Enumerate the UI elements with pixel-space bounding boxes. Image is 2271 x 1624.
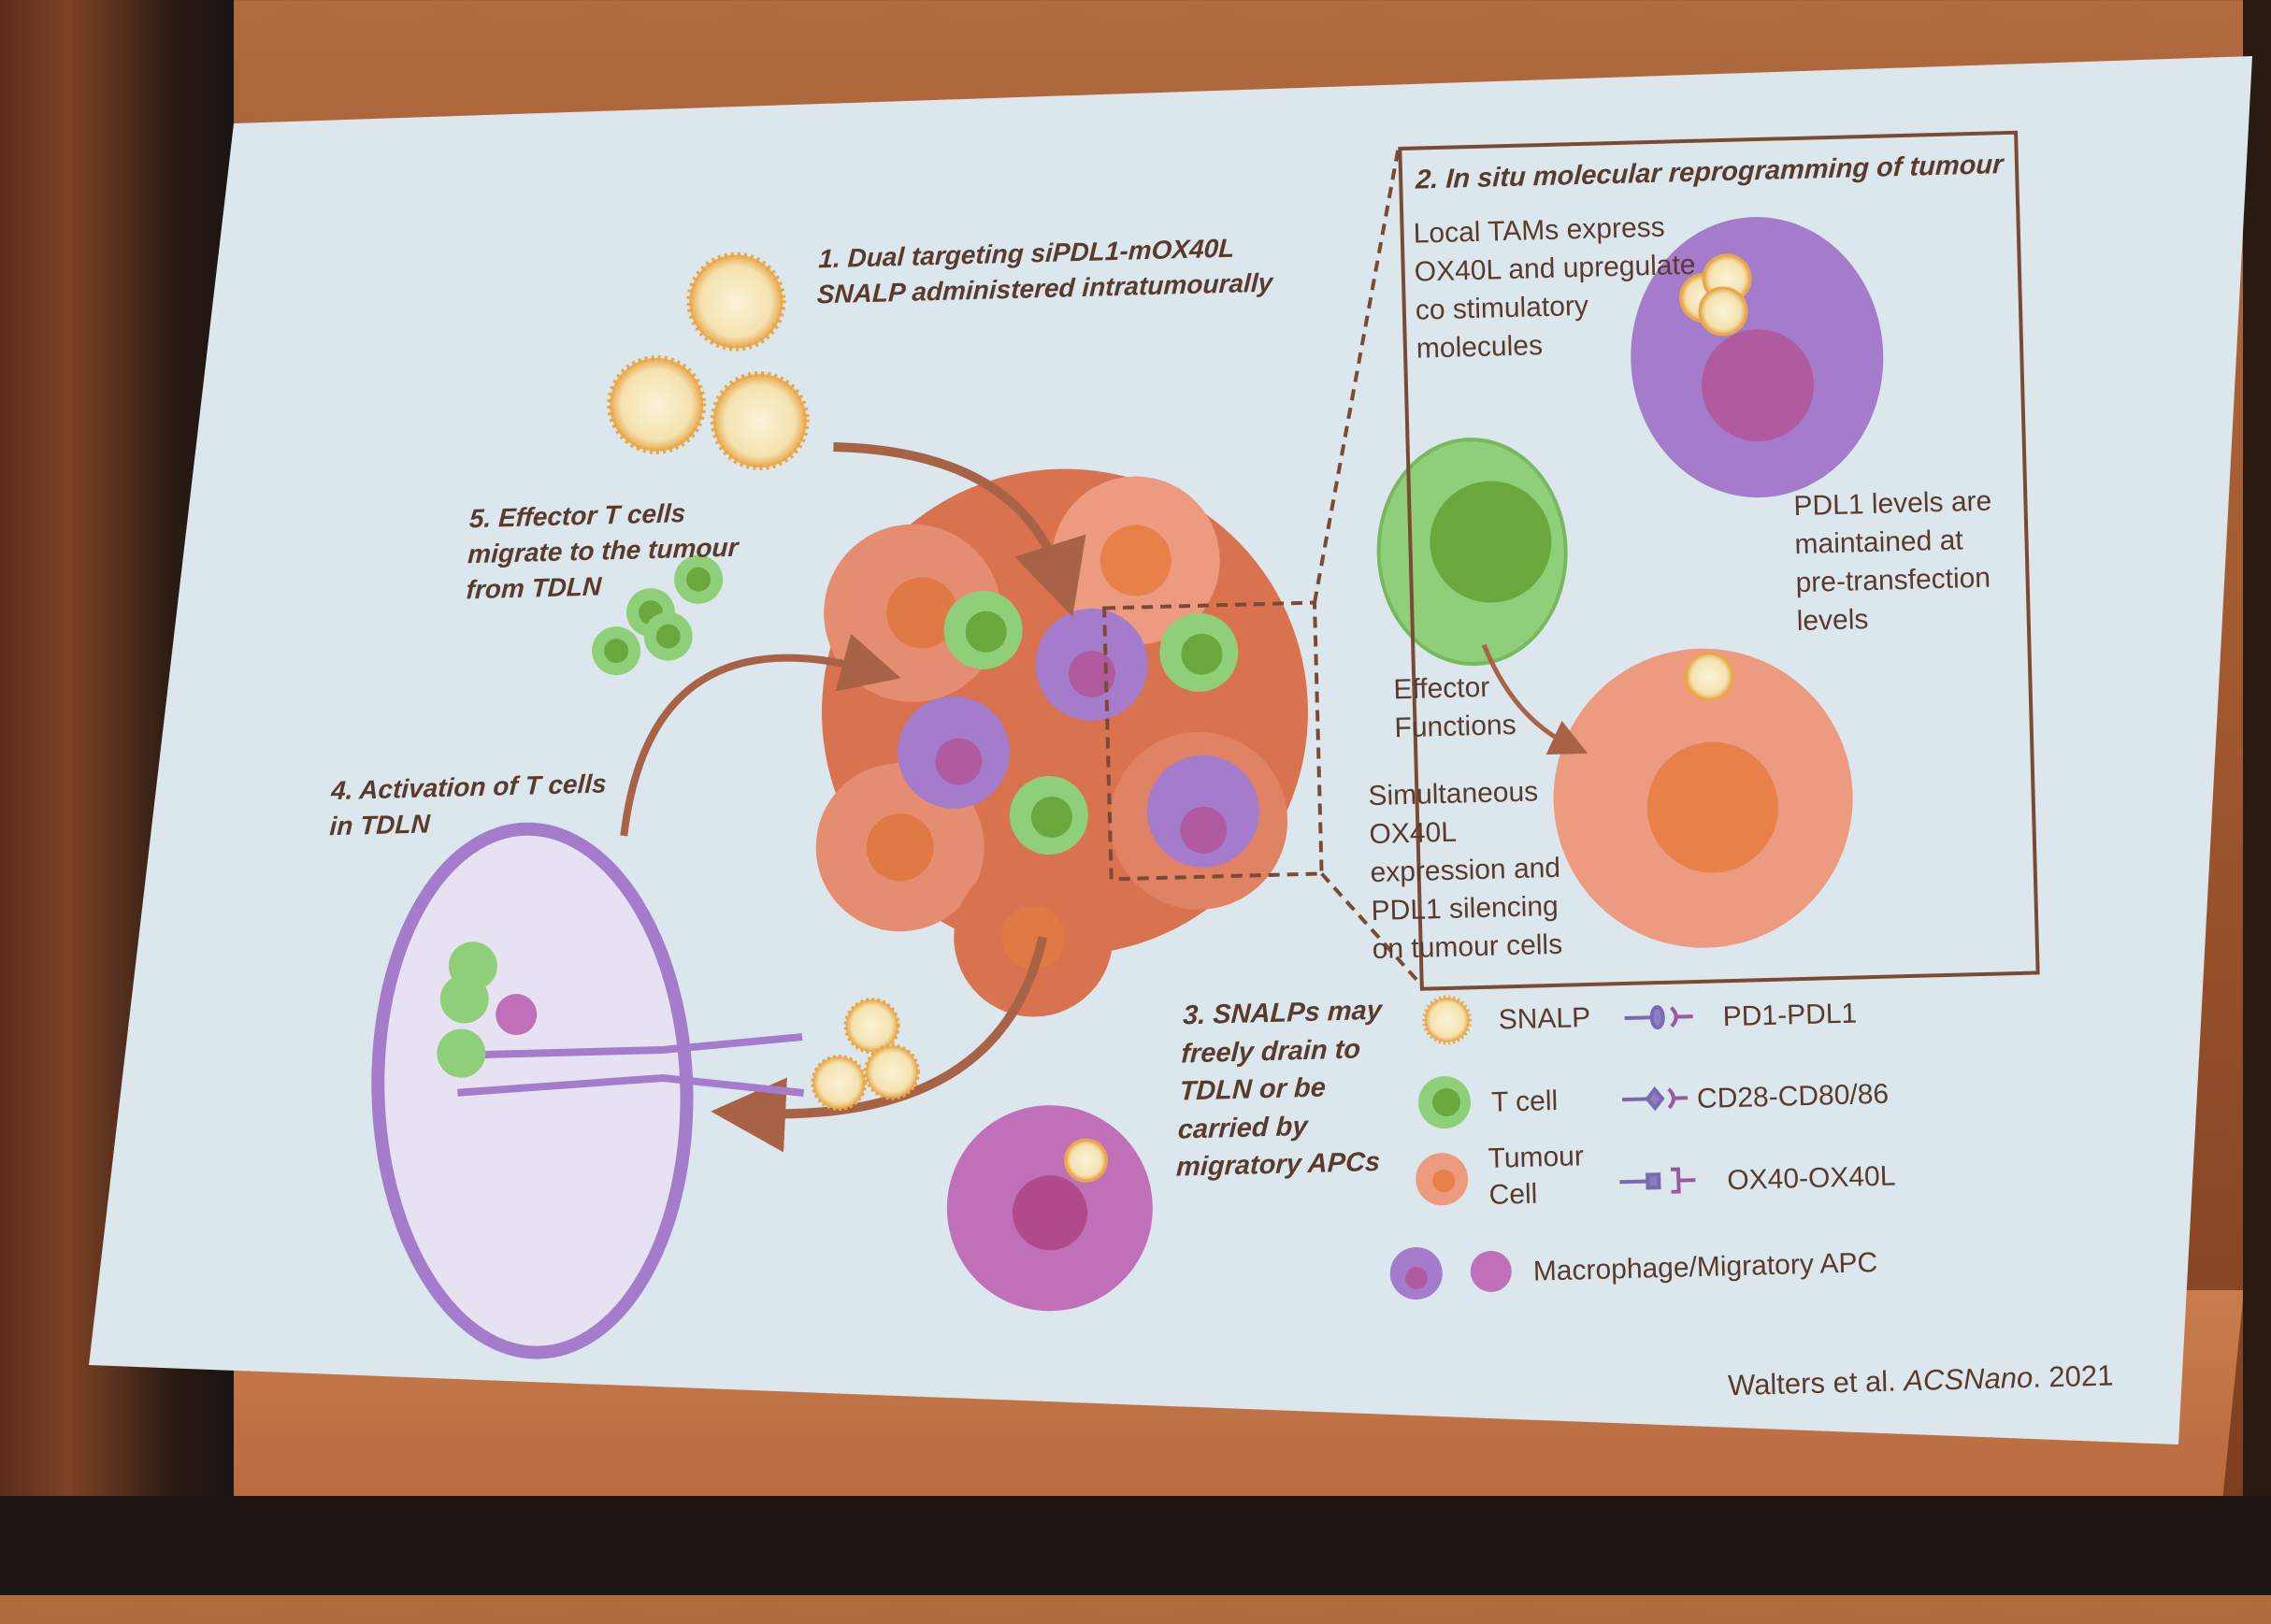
legend-icons [1389, 995, 1696, 1300]
step3-line: 3. SNALPs may [1182, 995, 1383, 1031]
ox40-icon [1646, 1172, 1661, 1190]
step5-line: migrate to the tumour [467, 532, 740, 569]
citation-journal: ACSNano [1903, 1360, 2034, 1398]
pdl1-icon [1670, 1006, 1693, 1028]
legend-tumour-line: Cell [1488, 1178, 1538, 1211]
arrow-injection [833, 441, 1086, 617]
step2-text: Local TAMs express OX40L and upregulate … [1413, 208, 1698, 368]
legend-ox40: OX40-OX40L [1726, 1160, 1896, 1197]
step4-line: 4. Activation of T cells [330, 769, 608, 806]
pdl1-note: PDL1 levels are maintained at pre-transf… [1793, 482, 1995, 641]
tumour-mass [815, 468, 1324, 1017]
step3-line: carried by [1177, 1111, 1309, 1145]
step2-line: OX40L and upregulate [1414, 249, 1696, 288]
citation-authors: Walters et al. [1727, 1364, 1897, 1402]
effector-t-cells [592, 554, 724, 676]
simultaneous-label: Simultaneous OX40L expression and PDL1 s… [1368, 772, 1563, 970]
step3-line: TDLN or be [1178, 1072, 1327, 1107]
pdl1-note-line: maintained at [1794, 525, 1964, 561]
apc-legend-icon [1470, 1250, 1512, 1292]
pd1-icon [1649, 1005, 1665, 1030]
snalp-icon [686, 252, 786, 352]
snalp-legend-icon [1422, 995, 1473, 1045]
effector-functions-label: Effector Functions [1393, 668, 1516, 748]
step3-line: freely drain to [1180, 1034, 1361, 1070]
arrow-effector [1481, 643, 1588, 755]
migratory-apc [946, 1105, 1153, 1312]
simultaneous-line: Simultaneous [1368, 776, 1539, 812]
arrow-migrate [620, 633, 901, 837]
snalp-icon [710, 371, 810, 471]
inset-t-cell [1376, 438, 1568, 667]
step4-line: in TDLN [328, 809, 431, 841]
zoom-line [1320, 872, 1422, 985]
effector-line: Functions [1394, 710, 1517, 744]
snalp-cluster-top [607, 252, 810, 471]
apc-icon [496, 994, 538, 1036]
pdl1-note-line: pre-transfection [1795, 562, 1991, 599]
legend-tumour-cell: Tumour Cell [1488, 1138, 1585, 1214]
inset-tumour-cell [1553, 648, 1853, 948]
legend-tumour-line: Tumour [1488, 1141, 1585, 1174]
simultaneous-line: OX40L [1369, 816, 1458, 851]
legend-t-cell: T cell [1490, 1085, 1559, 1118]
inset-macrophage [1631, 217, 1884, 498]
simultaneous-line: expression and [1370, 852, 1561, 889]
simultaneous-line: PDL1 silencing [1371, 891, 1560, 927]
simultaneous-line: on tumour cells [1372, 929, 1563, 966]
zoom-region-box [1102, 600, 1324, 882]
screen-frame-bottom [0, 1496, 2271, 1595]
snalp-cluster-drain [811, 998, 920, 1112]
legend-snalp: SNALP [1498, 1001, 1591, 1036]
legend-pd1-pdl1: PD1-PDL1 [1722, 998, 1858, 1033]
cd80-icon [1667, 1087, 1689, 1110]
lymph-node [371, 822, 804, 1359]
zoom-line [1313, 149, 1401, 603]
step3-label: 3. SNALPs may freely drain to TDLN or be… [1175, 992, 1387, 1187]
effector-line: Effector [1393, 671, 1490, 706]
legend-cd28: CD28-CD80/86 [1696, 1078, 1890, 1115]
pdl1-note-line: PDL1 levels are [1793, 485, 1992, 523]
arrow-drain [711, 936, 1048, 1153]
step5-label: 5. Effector T cells migrate to the tumou… [466, 495, 740, 608]
snalp-icon [607, 354, 707, 454]
step2-line: molecules [1416, 330, 1544, 365]
ox40l-icon [1670, 1167, 1696, 1194]
step4-label: 4. Activation of T cells in TDLN [329, 766, 608, 843]
cd28-icon [1645, 1086, 1665, 1112]
step3-line: migratory APCs [1175, 1147, 1381, 1184]
step5-line: from TDLN [466, 571, 602, 604]
citation-year: . 2021 [2032, 1358, 2114, 1394]
screen-frame-right [2243, 0, 2271, 1595]
pdl1-note-line: levels [1796, 604, 1869, 638]
step1-label: 1. Dual targeting siPDL1-mOX40L SNALP ad… [816, 230, 1275, 312]
